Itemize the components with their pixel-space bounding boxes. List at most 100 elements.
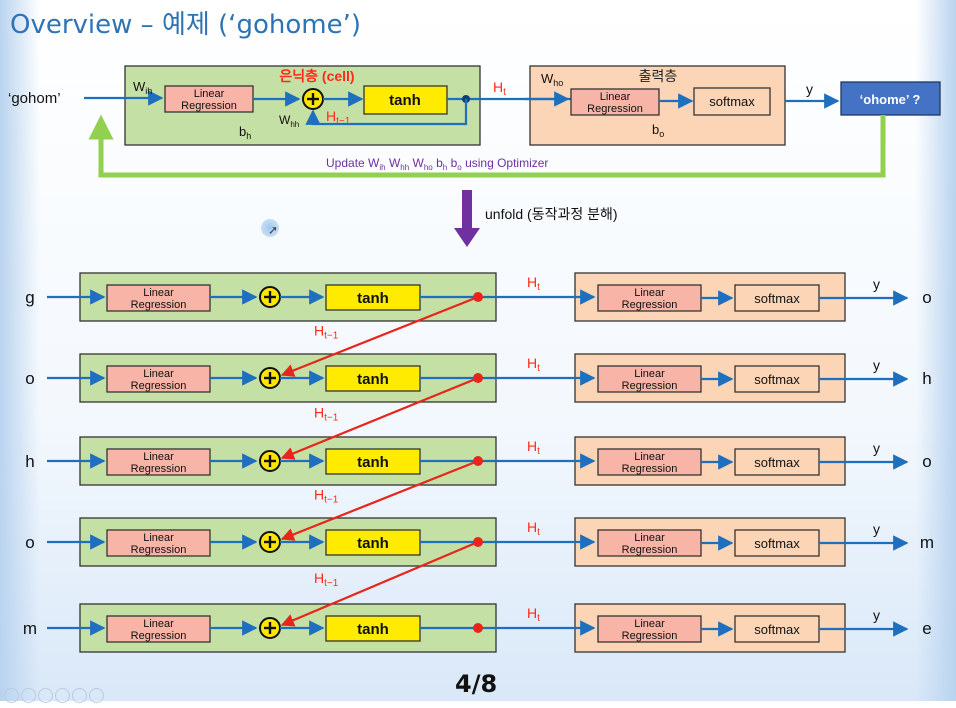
w-ih-label: Wih (133, 79, 152, 96)
step-linear-regression-0 (106, 284, 211, 312)
step-linear-regression-0-label-2: Regression (131, 299, 187, 311)
recurrent-arrow-1 (280, 295, 479, 377)
step-linear-regression-4-label-2: Regression (131, 630, 187, 642)
top-tanh-box (363, 85, 448, 115)
step-ht-label-1: Ht (527, 355, 540, 374)
step-input-0: g (25, 288, 34, 307)
top-input-label: ‘gohom’ (8, 90, 61, 107)
step-y-label-1: y (873, 357, 880, 373)
step-linear-regression-4 (106, 615, 211, 643)
step-tanh-box-2 (325, 448, 421, 475)
top-output-linear-regression (570, 88, 660, 116)
update-text: Update Wih Whh Who bh bo using Optimizer (326, 156, 548, 172)
pointer-highlight (261, 219, 279, 237)
step-output-3: m (920, 533, 934, 552)
unfold-label: unfold (동작과정 분해) (485, 206, 618, 222)
top-softmax-box (693, 87, 771, 116)
step-softmax-label-4: softmax (754, 622, 800, 637)
optimizer-feedback-loop (88, 114, 886, 178)
step-input-1: o (25, 369, 34, 388)
top-output-linear-regression-label-2: Regression (587, 103, 643, 115)
step-input-2: h (25, 452, 34, 471)
recurrent-arrow-4 (280, 540, 479, 627)
recurrent-arrow-3 (280, 459, 479, 541)
step-tanh-box-4 (325, 615, 421, 642)
step-softmax-label-2: softmax (754, 455, 800, 470)
step-hidden-state-dot-4 (473, 623, 483, 633)
b-h-label: bh (239, 124, 251, 141)
background-edge-right (916, 0, 956, 701)
step-ht-label-3: Ht (527, 519, 540, 538)
recurrent-arrow-2 (280, 376, 479, 460)
step-ht1-label-4: Ht−1 (314, 570, 339, 589)
result-label: ‘ohome’ ? (860, 92, 921, 107)
step-ht1-label-1: Ht−1 (314, 323, 339, 342)
step-output-linear-regression-3-label-2: Regression (622, 544, 678, 556)
step-output-linear-regression-0-label-2: Regression (622, 299, 678, 311)
hidden-layer-label: 은닉층 (cell) (279, 68, 354, 84)
top-ht1-label: Ht−1 (326, 108, 351, 127)
step-linear-regression-1 (106, 365, 211, 393)
step-linear-regression-3-label-2: Regression (131, 544, 187, 556)
step-ht-label-4: Ht (527, 605, 540, 624)
top-linear-regression (164, 85, 254, 113)
step-linear-regression-2-label-2: Regression (131, 463, 187, 475)
step-y-label-2: y (873, 440, 880, 456)
step-output-1: h (922, 369, 931, 388)
step-output-linear-regression-0-label-1: Linear (634, 287, 665, 299)
top-ht-label: Ht (493, 79, 506, 98)
step-linear-regression-0-label-1: Linear (143, 287, 174, 299)
result-box (840, 81, 941, 116)
step-tanh-label-3: tanh (357, 535, 389, 552)
step-ht-label-2: Ht (527, 438, 540, 457)
top-y-label: y (806, 81, 813, 97)
step-linear-regression-3-label-1: Linear (143, 532, 174, 544)
step-softmax-box-0 (734, 284, 820, 312)
step-softmax-box-2 (734, 448, 820, 476)
step-y-label-0: y (873, 276, 880, 292)
step-output-linear-regression-4-label-1: Linear (634, 618, 665, 630)
step-input-3: o (25, 533, 34, 552)
step-output-linear-regression-3 (597, 529, 702, 557)
step-tanh-label-0: tanh (357, 290, 389, 307)
step-linear-regression-4-label-1: Linear (143, 618, 174, 630)
output-layer-label: 출력층 (639, 68, 678, 84)
step-softmax-label-3: softmax (754, 536, 800, 551)
step-y-label-4: y (873, 607, 880, 623)
top-linear-regression-label-2: Regression (181, 100, 237, 112)
top-output-linear-regression-label-1: Linear (600, 91, 631, 103)
step-ht1-label-2: Ht−1 (314, 405, 339, 424)
top-softmax-label: softmax (709, 94, 755, 109)
step-output-linear-regression-1 (597, 365, 702, 393)
w-ho-label: Who (541, 71, 563, 88)
top-tanh-label: tanh (389, 92, 421, 109)
step-linear-regression-1-label-1: Linear (143, 368, 174, 380)
step-linear-regression-3 (106, 529, 211, 557)
step-output-linear-regression-0 (597, 284, 702, 312)
slide-nav-controls[interactable] (4, 688, 106, 708)
step-softmax-label-0: softmax (754, 291, 800, 306)
step-linear-regression-1-label-2: Regression (131, 380, 187, 392)
step-tanh-label-4: tanh (357, 621, 389, 638)
step-output-linear-regression-3-label-1: Linear (634, 532, 665, 544)
step-tanh-label-1: tanh (357, 371, 389, 388)
top-linear-regression-label-1: Linear (194, 88, 225, 100)
step-output-linear-regression-4-label-2: Regression (622, 630, 678, 642)
step-output-linear-regression-1-label-2: Regression (622, 380, 678, 392)
step-input-4: m (23, 619, 37, 638)
step-output-0: o (922, 288, 931, 307)
top-recurrent-loop (305, 99, 468, 126)
step-output-2: o (922, 452, 931, 471)
step-output-linear-regression-2-label-1: Linear (634, 451, 665, 463)
step-output-4: e (922, 619, 931, 638)
w-hh-label: Whh (279, 113, 299, 129)
step-tanh-label-2: tanh (357, 454, 389, 471)
step-ht1-label-3: Ht−1 (314, 487, 339, 506)
step-y-label-3: y (873, 521, 880, 537)
step-softmax-label-1: softmax (754, 372, 800, 387)
page-number: 4/8 (455, 670, 498, 698)
step-ht-label-0: Ht (527, 274, 540, 293)
step-output-linear-regression-1-label-1: Linear (634, 368, 665, 380)
unfold-arrow-head (454, 228, 480, 247)
